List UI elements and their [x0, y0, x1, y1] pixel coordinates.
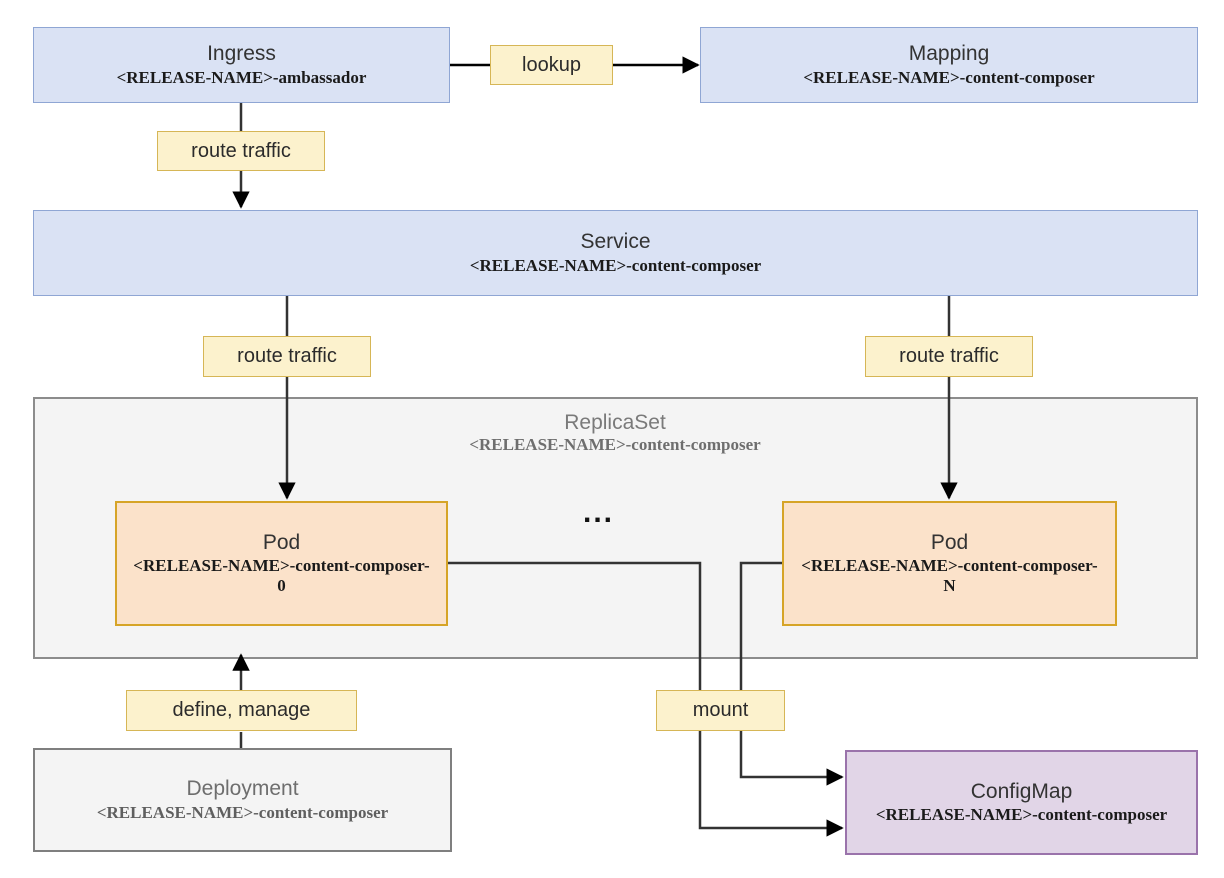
- edge-label-route-traffic-service-pod-last[interactable]: route traffic: [865, 336, 1033, 377]
- service-title: Service: [580, 230, 651, 254]
- pod-first-subtitle: <RELEASE-NAME>-content-composer-0: [133, 556, 430, 596]
- mapping-title: Mapping: [908, 42, 990, 66]
- node-ingress[interactable]: Ingress <RELEASE-NAME>-ambassador: [33, 27, 450, 103]
- node-pod-first[interactable]: Pod <RELEASE-NAME>-content-composer-0: [115, 501, 448, 626]
- service-subtitle: <RELEASE-NAME>-content-composer: [469, 255, 762, 275]
- deployment-subtitle: <RELEASE-NAME>-content-composer: [96, 802, 389, 822]
- edge-label-define-manage[interactable]: define, manage: [126, 690, 357, 731]
- configmap-title: ConfigMap: [970, 779, 1073, 803]
- pod-last-title: Pod: [930, 530, 969, 554]
- configmap-subtitle: <RELEASE-NAME>-content-composer: [875, 805, 1168, 825]
- node-configmap[interactable]: ConfigMap <RELEASE-NAME>-content-compose…: [845, 750, 1198, 855]
- deployment-title: Deployment: [186, 777, 299, 801]
- edge-label-lookup[interactable]: lookup: [490, 45, 613, 85]
- pod-last-subtitle: <RELEASE-NAME>-content-composer-N: [801, 556, 1098, 596]
- pods-ellipsis: ...: [583, 496, 615, 529]
- node-pod-last[interactable]: Pod <RELEASE-NAME>-content-composer-N: [782, 501, 1117, 626]
- ingress-subtitle: <RELEASE-NAME>-ambassador: [116, 67, 367, 87]
- mapping-subtitle: <RELEASE-NAME>-content-composer: [803, 67, 1095, 87]
- ingress-title: Ingress: [207, 42, 276, 66]
- edge-label-route-traffic-service-pod-first[interactable]: route traffic: [203, 336, 371, 377]
- node-mapping[interactable]: Mapping <RELEASE-NAME>-content-composer: [700, 27, 1198, 103]
- node-service[interactable]: Service <RELEASE-NAME>-content-composer: [33, 210, 1198, 296]
- node-deployment[interactable]: Deployment <RELEASE-NAME>-content-compos…: [33, 748, 452, 852]
- edge-label-mount[interactable]: mount: [656, 690, 785, 731]
- edge-label-route-traffic-ingress-service[interactable]: route traffic: [157, 131, 325, 171]
- pod-first-title: Pod: [262, 530, 301, 554]
